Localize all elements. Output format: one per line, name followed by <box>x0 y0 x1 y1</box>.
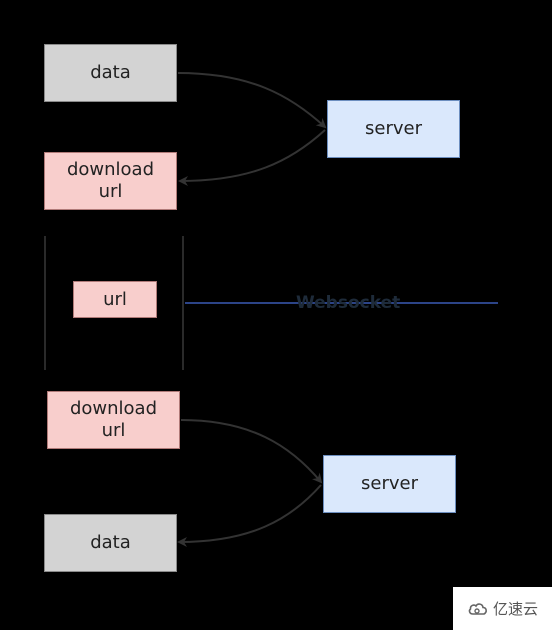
data-box-top: data <box>44 44 177 102</box>
url-box-label: url <box>103 288 127 310</box>
data-box-top-label: data <box>90 62 131 83</box>
watermark: 亿速云 <box>453 587 552 630</box>
watermark-text: 亿速云 <box>492 600 538 618</box>
download-url-box-top-label: download url <box>66 159 155 202</box>
download-url-box-bottom-label: download url <box>69 398 158 441</box>
server-box-bottom-label: server <box>361 473 418 494</box>
arrow-data-to-server-top <box>177 72 327 129</box>
data-box-bottom: data <box>44 514 177 572</box>
url-box: url <box>73 281 157 318</box>
client-bracket-left <box>44 236 46 370</box>
arrow-download-to-server-bottom <box>180 419 323 484</box>
download-url-box-bottom: download url <box>47 391 180 449</box>
arrow-server-to-download-top <box>178 129 326 186</box>
websocket-label: Websocket <box>296 293 401 313</box>
download-url-box-top: download url <box>44 152 177 210</box>
server-box-top: server <box>327 100 460 158</box>
server-box-top-label: server <box>365 118 422 139</box>
data-box-bottom-label: data <box>90 532 131 553</box>
server-box-bottom: server <box>323 455 456 513</box>
cloud-logo-icon <box>468 602 487 615</box>
client-bracket-right <box>182 236 184 370</box>
arrow-server-to-data-bottom <box>177 484 322 547</box>
